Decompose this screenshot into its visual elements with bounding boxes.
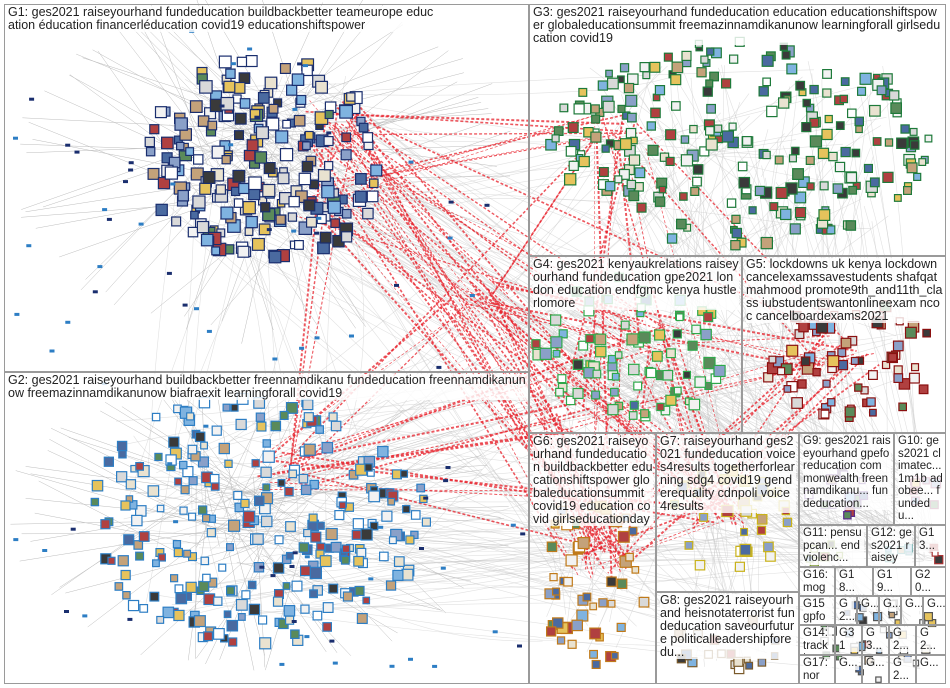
group-box-small-10: G... [862,655,889,684]
group-box-g3: G3: ges2021 raiseyourhand fundeducation … [529,4,946,256]
group-box-small-12: G... [916,655,946,684]
group-box-g9: G9: ges2021 raiseyourhand gpeforeducatio… [799,433,894,525]
group-label-g9: G9: ges2021 raiseyourhand gpeforeducatio… [803,435,891,510]
group-label-small-10: G... [866,657,886,670]
group-label-g18: G18... [839,569,870,594]
group-label-g19: G19... [877,569,908,594]
group-box-g8: G8: ges2021 raiseyourhand heisnotaterror… [656,592,799,684]
group-box-small-13: G... [923,596,946,625]
group-box-small-5: G31 [835,625,862,655]
group-label-small-4: G... [905,598,923,611]
group-label-g12: G12: ges2021 raiseyo... [871,527,912,566]
group-box-small-4: G... [901,596,923,625]
group-label-g5: G5: lockdowns uk kenya lockdown cancelex… [746,257,943,323]
group-box-small-1: G2... [835,596,857,625]
group-label-g13: G13... [919,527,943,552]
group-box-small-11: G2... [889,655,916,684]
group-label-g10: G10: ges2021 climatec... 1m1b adobee... … [898,435,945,523]
group-label-g17: G17: norm... [803,657,832,683]
group-box-small-2: G... [857,596,879,625]
group-label-g7: G7: raiseyourhand ges2021 fundeducation … [660,434,796,513]
group-box-g10: G10: ges2021 climatec... 1m1b adobee... … [894,433,946,525]
group-box-g5: G5: lockdowns uk kenya lockdown cancelex… [742,256,946,433]
group-label-small-3: G... [883,598,901,611]
group-label-g3: G3: ges2021 raiseyourhand fundeducation … [533,6,943,45]
group-label-small-11: G2... [893,657,913,682]
group-label-g8: G8: ges2021 raiseyourhand heisnotaterror… [660,593,796,659]
group-label-g1: G1: ges2021 raiseyourhand fundeducation … [8,6,438,32]
group-box-g14: G14: trackt... [799,625,835,655]
group-label-g6: G6: ges2021 raiseyourhand fundeducation … [533,434,653,526]
group-box-g1: G1: ges2021 raiseyourhand fundeducation … [4,4,529,372]
group-box-g13: G13... [915,525,946,567]
group-label-small-8: G2... [920,627,943,652]
group-box-small-7: G2... [889,625,916,655]
group-box-small-9: G... [835,655,862,684]
group-box-g12: G12: ges2021 raiseyo... [867,525,915,567]
group-label-g20: G20... [915,569,943,594]
group-label-g15: G15 gpfor... [803,598,832,624]
group-label-small-7: G2... [893,627,913,652]
group-box-g19: G19... [873,567,911,596]
group-box-g20: G20... [911,567,946,596]
group-label-small-1: G2... [839,598,855,623]
group-label-small-9: G... [839,657,859,670]
group-label-small-5: G31 [839,627,859,652]
group-box-g7: G7: raiseyourhand ges2021 fundeducation … [656,433,799,592]
group-label-small-6: G3... [866,627,886,652]
group-label-small-12: G... [920,657,943,670]
group-box-small-3: G... [879,596,901,625]
group-label-g4: G4: ges2021 kenyaukrelations raiseyourha… [533,257,739,310]
group-box-small-6: G3... [862,625,889,655]
group-box-g16: G16: moga... [799,567,835,596]
group-label-small-13: G... [927,598,946,611]
group-box-g4: G4: ges2021 kenyaukrelations raiseyourha… [529,256,742,433]
group-box-g11: G11: pensupcan... endviolenc... [799,525,867,567]
group-label-g16: G16: moga... [803,569,832,595]
node-clusters [13,29,944,683]
group-box-g17: G17: norm... [799,655,835,684]
group-label-g2: G2: ges2021 raiseyourhand buildbackbette… [8,374,528,400]
group-label-small-2: G... [861,598,879,611]
group-box-small-8: G2... [916,625,946,655]
group-label-g14: G14: trackt... [803,627,832,654]
group-box-g18: G18... [835,567,873,596]
group-box-g6: G6: ges2021 raiseyourhand fundeducation … [529,433,656,684]
group-box-g15: G15 gpfor... [799,596,835,625]
group-box-g2: G2: ges2021 raiseyourhand buildbackbette… [4,372,529,684]
group-label-g11: G11: pensupcan... endviolenc... [803,527,864,565]
